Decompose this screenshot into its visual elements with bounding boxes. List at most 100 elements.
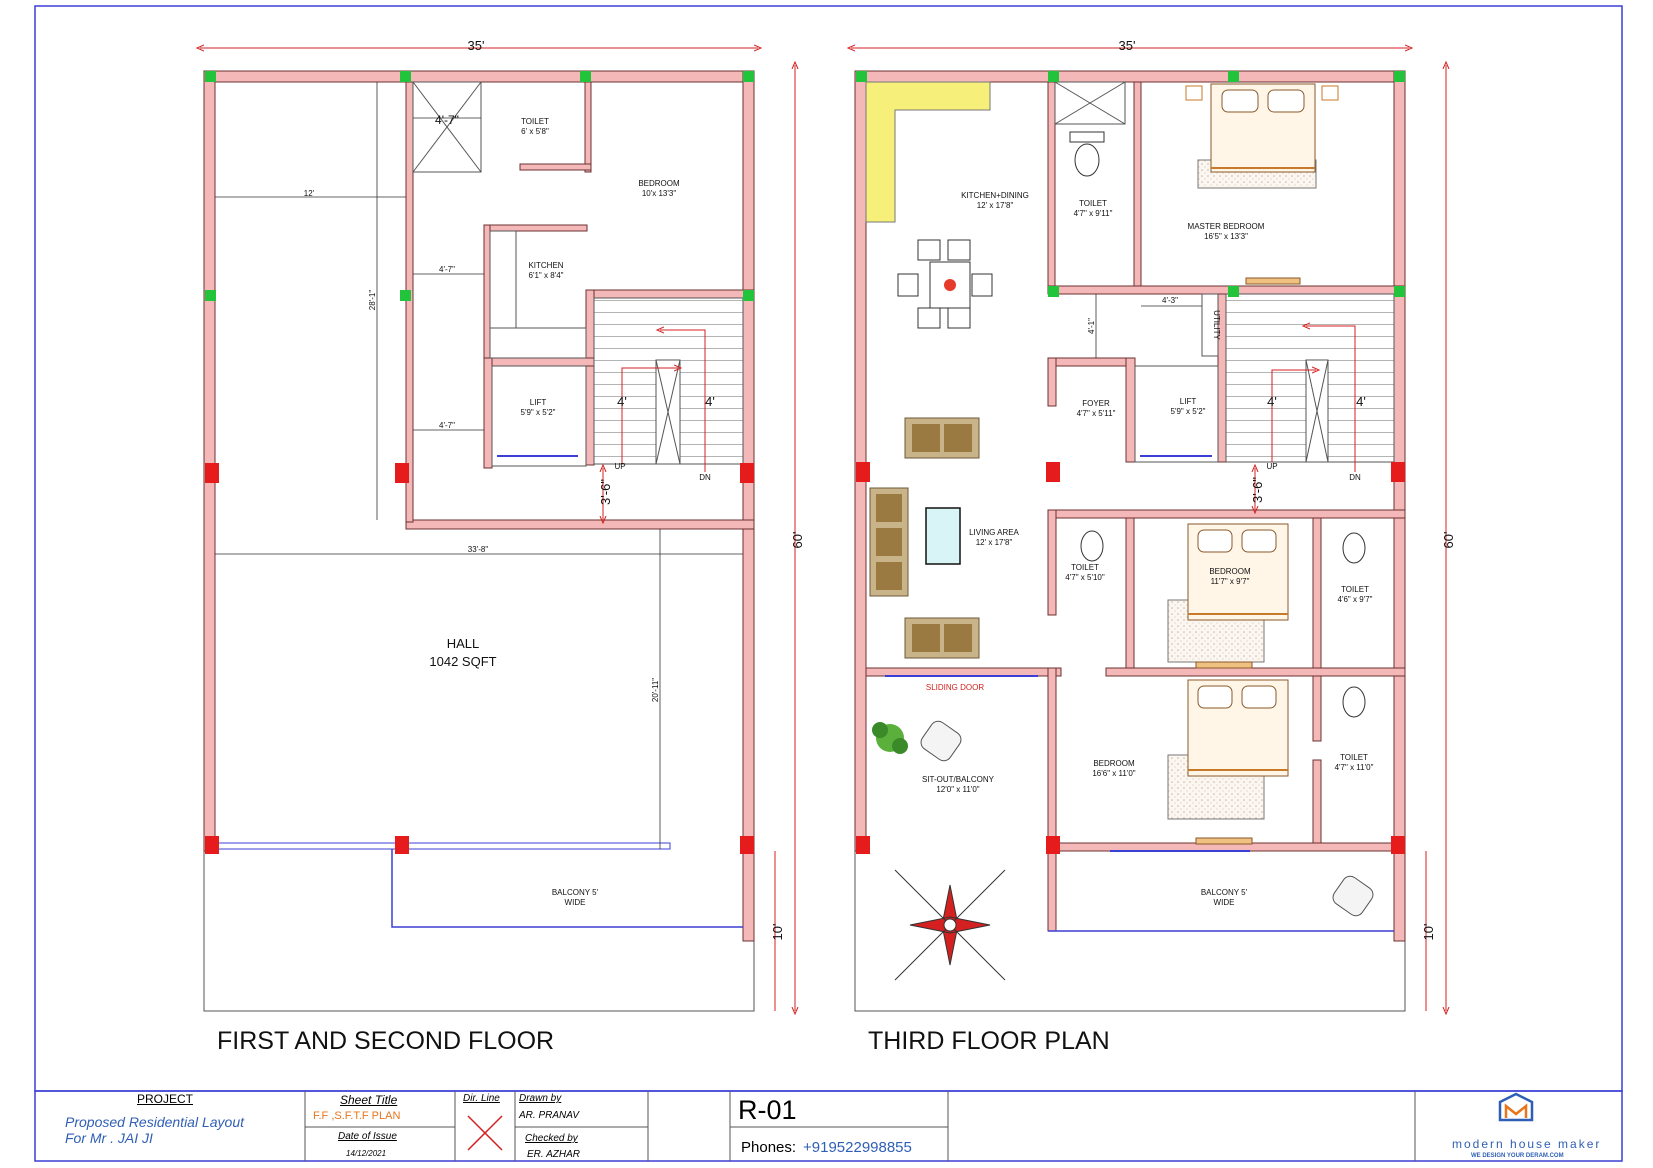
stair-up: UP [614,462,625,471]
chair-icon-2 [1332,875,1374,917]
room-kitchen-dining-size: 12' x 17'8" [977,201,1014,210]
room-balcony-name: BALCONY 5' [552,888,599,897]
checked-by: ER. AZHAR [527,1149,580,1160]
stair-up-3: UP [1266,462,1277,471]
outer-walls [203,70,755,942]
dim-28-1: 28'-1" [368,290,377,311]
dim-33-8: 33'-8" [468,545,489,554]
third-floor-plan: 35' 60' 10' 4'-3" 4'-1" 3'-6" 4' 4' UP D… [851,38,1456,1055]
drawn-by: AR. PRANAV [519,1110,580,1121]
room-sliding-door: SLIDING DOOR [926,683,984,692]
date-label: Date of Issue [338,1131,397,1142]
shaft [412,81,482,173]
drawn-label: Drawn by [519,1093,562,1104]
wc-4 [1342,686,1366,718]
dining-set [897,239,993,329]
room-bedroom2-name: BEDROOM [1093,759,1135,768]
dim-4-a: 4' [617,394,627,409]
room-toilet-name: TOILET [521,117,549,126]
logo-tagline: WE DESIGN YOUR DERAM.COM [1471,1153,1564,1159]
dim-shaft: 4'-7" [435,113,459,127]
stair-dn-3: DN [1349,473,1361,482]
room-lift3-size: 5'9" x 5'2" [1171,407,1206,416]
logo-icon [1498,1092,1534,1122]
room-balcony-size: WIDE [565,898,586,907]
sheet-frame [34,5,1623,1092]
dim-3-6-third: 3'-6" [1250,477,1265,503]
outer-walls-3 [854,70,1406,942]
dim-12: 12' [304,189,315,198]
living-sofas [869,417,980,659]
dim-20-11: 20'-11" [651,678,660,702]
bedroom1-bed [1167,523,1289,669]
dim-balcony-label: 10' [770,924,785,941]
dim-height-label-3: 60' [1441,532,1456,549]
sheet-title: F.F ,S.F.T.F PLAN [313,1110,401,1122]
kitchen-counter [865,81,991,223]
dim-balcony-label-3: 10' [1421,924,1436,941]
room-toilet1-size: 4'7" x 9'11" [1074,209,1113,218]
wc-1 [1074,143,1100,177]
room-balcony3-name: BALCONY 5' [1201,888,1248,897]
wc-2 [1080,530,1104,562]
phone-number: +919522998855 [803,1139,912,1156]
bedroom2-bed [1167,679,1289,845]
dim-height-label: 60' [790,532,805,549]
room-toilet3-name: TOILET [1341,585,1369,594]
wc-3 [1342,532,1366,564]
room-toilet4-name: TOILET [1340,753,1368,762]
third-floor-title: THIRD FLOOR PLAN [868,1027,1110,1055]
room-master-name: MASTER BEDROOM [1188,222,1265,231]
room-hall-size: 1042 SQFT [429,654,496,669]
room-bedroom-name: BEDROOM [638,179,680,188]
title-block-frame [34,1090,1623,1162]
dim-width-label-3: 35' [1119,38,1136,53]
room-toilet3-size: 4'6" x 9'7" [1338,595,1373,604]
room-lift-name: LIFT [530,398,547,407]
dim-4-3: 4'-3" [1162,296,1178,305]
room-kitchen-dining-name: KITCHEN+DINING [961,191,1029,200]
dim-4-b-third: 4' [1356,394,1366,409]
dim-4-7-b: 4'-7" [439,421,455,430]
room-bedroom-size: 10'x 13'3" [642,189,677,198]
room-hall-name: HALL [447,636,480,651]
plant-icon [872,722,908,754]
room-toilet2-name: TOILET [1071,563,1099,572]
room-living-name: LIVING AREA [969,528,1019,537]
project-line-2: For Mr . JAI JI [65,1130,153,1146]
room-sitout-name: SIT-OUT/BALCONY [922,775,995,784]
stair-dn: DN [699,473,711,482]
room-bedroom2-size: 16'6" x 11'0" [1092,769,1135,778]
room-kitchen-size: 6'1" x 8'4" [529,271,564,280]
date-value: 14/12/2021 [346,1149,387,1158]
project-line-1: Proposed Residential Layout [65,1114,245,1130]
dim-width-label: 35' [468,38,485,53]
compass-icon [894,869,1006,981]
room-toilet4-size: 4'7" x 11'0" [1335,763,1374,772]
room-lift-size: 5'9" x 5'2" [521,408,556,417]
dim-4-1: 4'-1" [1087,318,1096,334]
first-floor-plan: 35' 60' 10' 12' 4'-7" 4'-7" 4'-7" 28'-1"… [200,38,805,1055]
room-toilet-size: 6' x 5'8" [521,127,549,136]
sheet-title-label: Sheet Title [340,1093,398,1107]
plot-outline [203,72,755,1012]
room-bedroom1-name: BEDROOM [1209,567,1251,576]
room-master-size: 16'5" x 13'3" [1204,232,1248,241]
room-toilet1-name: TOILET [1079,199,1107,208]
dir-label: Dir. Line [463,1093,500,1104]
room-lift3-name: LIFT [1180,397,1197,406]
room-foyer-size: 4'7" x 5'11" [1077,409,1116,418]
dir-line-icon [467,1115,503,1151]
room-bedroom1-size: 11'7" x 9'7" [1211,577,1250,586]
sheet-number: R-01 [738,1095,797,1125]
dim-4-b: 4' [705,394,715,409]
room-toilet2-size: 4'7" x 5'10" [1065,573,1105,582]
room-living-size: 12' x 17'8" [976,538,1013,547]
first-floor-title: FIRST AND SECOND FLOOR [217,1027,554,1055]
title-block-grid [304,1091,1416,1161]
dim-4-7-a: 4'-7" [439,265,455,274]
checked-label: Checked by [525,1133,578,1144]
columns [205,71,754,854]
master-bed [1185,83,1339,285]
